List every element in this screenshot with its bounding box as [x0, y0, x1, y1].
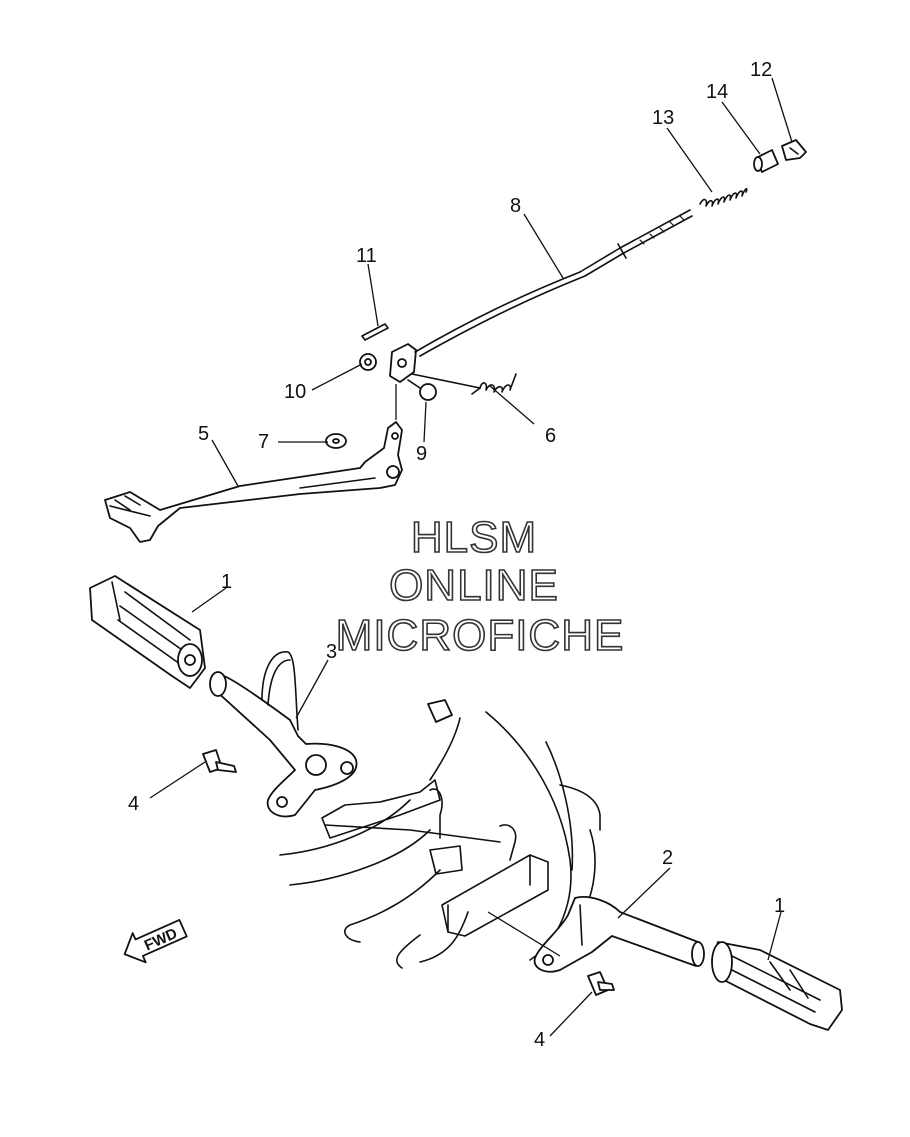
- callout-10: 10: [284, 381, 306, 403]
- callout-labels: 1 1 2 3 4 4 5 6 7 8 9 10 11 12 13 14: [128, 59, 785, 1051]
- adjusting-nut: [781, 139, 807, 161]
- callout-5: 5: [198, 423, 209, 445]
- rod-collar: [753, 149, 779, 173]
- callout-6: 6: [545, 425, 556, 447]
- callout-4-left: 4: [128, 793, 139, 815]
- leader-lines: [149, 77, 793, 1037]
- brake-rod: [389, 209, 693, 383]
- callout-12: 12: [750, 59, 772, 81]
- callout-1-right: 1: [774, 895, 785, 917]
- callout-2: 2: [662, 847, 673, 869]
- compression-spring: [699, 187, 748, 207]
- callout-11: 11: [356, 245, 377, 267]
- fwd-direction-arrow: FWD: [123, 919, 188, 964]
- callout-14: 14: [706, 81, 728, 103]
- footpeg-rubber-right: [711, 941, 843, 1031]
- small-washer: [359, 353, 377, 371]
- callout-3: 3: [326, 641, 337, 663]
- footrest-bracket-left: [209, 651, 358, 818]
- washer: [325, 433, 347, 449]
- watermark-line-2: ONLINE: [389, 561, 559, 610]
- footpeg-rubber-left: [89, 575, 206, 689]
- bolt-left: [202, 749, 237, 773]
- fwd-label: FWD: [142, 925, 180, 954]
- cotter-pin: [361, 323, 389, 341]
- bolt-right: [587, 971, 615, 996]
- watermark: HLSM ONLINE MICROFICHE: [335, 512, 625, 661]
- callout-4-right: 4: [534, 1029, 545, 1051]
- frame-outline: [279, 699, 601, 969]
- watermark-line-1: HLSM: [411, 513, 537, 562]
- callout-13: 13: [652, 107, 674, 129]
- footrest-bracket-right: [533, 896, 705, 973]
- watermark-line-3: MICROFICHE: [336, 611, 625, 660]
- return-spring: [411, 373, 517, 395]
- brake-pedal: [104, 421, 403, 543]
- callout-1-left: 1: [221, 571, 232, 593]
- callout-7: 7: [258, 431, 269, 453]
- callout-8: 8: [510, 195, 521, 217]
- callout-9: 9: [416, 443, 427, 465]
- clevis-pin: [407, 379, 437, 401]
